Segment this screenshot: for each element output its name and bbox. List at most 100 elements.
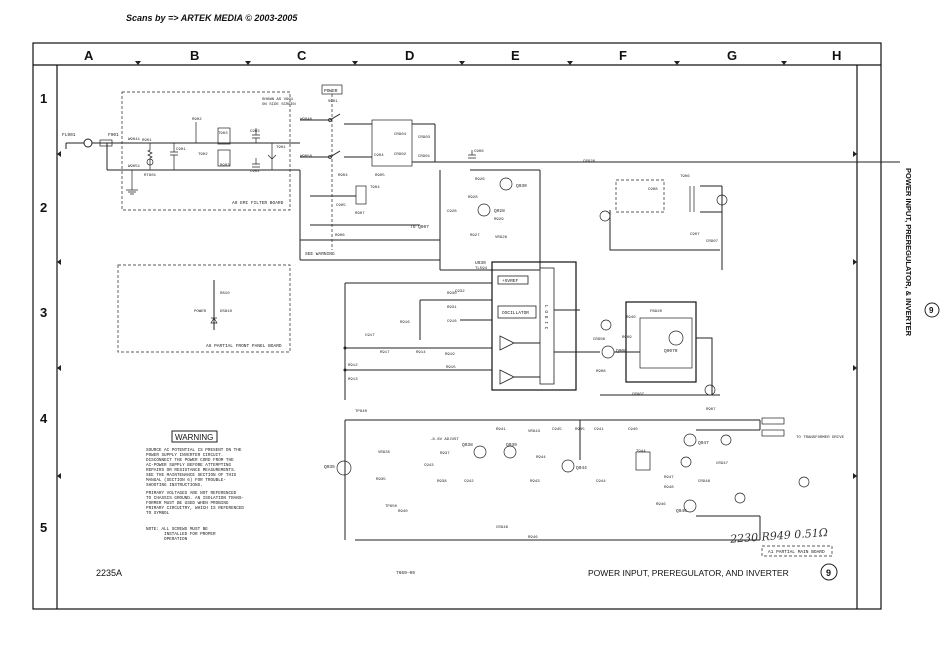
r935-label: R935 xyxy=(376,478,386,482)
warning-line: SHOOTING INSTRUCTIONS. xyxy=(146,483,203,488)
shown-as-label: SHOWN AS V901 xyxy=(262,98,294,102)
r913-label: R913 xyxy=(348,378,358,382)
c908-label: C908 xyxy=(648,188,658,192)
warning-line: PRIMARY VOLTAGES ARE NOT REFERENCED xyxy=(146,491,237,496)
cr901-label: CR901 xyxy=(418,155,431,159)
q938-label: Q938 xyxy=(462,442,473,448)
note-line: INSTALLED FOR PROPER xyxy=(164,532,216,537)
column-label: B xyxy=(190,48,199,63)
q9070-label: Q9070 xyxy=(664,348,678,354)
logic-label: L O G I C xyxy=(543,305,549,330)
r937-label: R937 xyxy=(440,452,450,456)
r909-label: R909 xyxy=(622,336,632,340)
c907-label: C907 xyxy=(690,233,700,237)
cr907b-label: CR907 xyxy=(632,393,645,397)
r902-label: R902 xyxy=(192,118,202,122)
c928-label: C928 xyxy=(447,210,457,214)
q908-label: Q908 xyxy=(616,348,627,354)
to-transformer-label: TO TRANSFORMER DRIVE xyxy=(796,436,845,440)
power-indicator-label: POWER xyxy=(194,310,207,314)
c901-label: C901 xyxy=(176,148,186,152)
s901-label: S901 xyxy=(328,100,338,104)
fb920-label: FB920 xyxy=(650,310,663,314)
front-panel-board: A6 PARTIAL FRONT PANEL BOARD R810 DS810 … xyxy=(117,264,291,353)
power-switch-section: POWER S901 CR904 CR902 CR903 CR901 C904 … xyxy=(299,84,900,261)
u930-type-label: TL594 xyxy=(475,267,488,271)
warning-line: REPAIRS OR RESISTANCE MEASUREMENTS. xyxy=(146,468,236,473)
cr903-label: CR903 xyxy=(418,136,431,140)
column-label: G xyxy=(727,48,737,63)
warning-line: DISCONNECT THE POWER CORD FROM THE xyxy=(146,458,234,463)
cr908-label: CR908 xyxy=(593,338,606,342)
r907b-label: R907 xyxy=(706,408,716,412)
drawing-frame xyxy=(32,42,882,610)
cr902-label: CR902 xyxy=(394,153,407,157)
c906-label: C906 xyxy=(474,150,484,154)
c944-label: C944 xyxy=(596,480,606,484)
vr935-label: VR935 xyxy=(378,451,391,455)
main-board: A1 PARTIAL MAIN BOARD xyxy=(761,545,833,557)
t904-label: T904 xyxy=(370,186,380,190)
r919-label: R919 xyxy=(445,353,455,357)
column-label: D xyxy=(405,48,414,63)
warning-line: FORMER MUST BE USED WHEN PROBING xyxy=(146,501,229,506)
cr947-label: CR947 xyxy=(716,462,729,466)
r940b-label: R940 xyxy=(398,510,408,514)
inverter-drive: TP940 Q935 VR935 R935 -8.6V ADJUST R937 … xyxy=(324,410,845,541)
adjust-label: -8.6V ADJUST xyxy=(430,438,459,442)
row-labels: 1 2 3 4 5 xyxy=(40,91,48,535)
r948-label: R948 xyxy=(664,486,674,490)
r943-label: R943 xyxy=(530,480,540,484)
q930-label: Q930 xyxy=(516,183,527,189)
t902-label: T902 xyxy=(198,153,208,157)
t944-label: T944 xyxy=(636,450,646,454)
w9041-label: W9041 xyxy=(128,138,141,142)
warning-line: MANUAL (SECTION 6) FOR TROUBLE- xyxy=(146,478,226,483)
front-board-label: A6 PARTIAL FRONT PANEL BOARD xyxy=(206,343,282,349)
r929-label: R929 xyxy=(494,218,504,222)
column-label: C xyxy=(297,48,307,63)
handwritten-note: 2230 R949 0.51Ω xyxy=(729,526,829,546)
footer: 2235A 7669-09 POWER INPUT, PREREGULATOR,… xyxy=(96,563,838,581)
row-label: 2 xyxy=(40,200,47,215)
r905-label: R905 xyxy=(375,174,385,178)
on-side-label: ON SIDE SCREEN xyxy=(262,103,296,107)
row-label: 1 xyxy=(40,91,47,106)
warning-line: TO SYMBOL xyxy=(146,511,170,516)
r907-label: R907 xyxy=(355,212,365,216)
r928-label: R928 xyxy=(468,196,478,200)
r810-label: R810 xyxy=(220,292,230,296)
c918-label: C918 xyxy=(447,320,457,324)
column-label: H xyxy=(832,48,841,63)
r947-label: R947 xyxy=(664,476,674,480)
t903-label: T903 xyxy=(218,132,228,136)
row-label: 5 xyxy=(40,520,47,535)
c902-label: C902 xyxy=(250,170,260,174)
u930-pwm-controller: U930 TL594 +5VREF OSCILLATOR L O G I C R… xyxy=(343,260,580,400)
row-label: 3 xyxy=(40,305,47,320)
r901-label: R901 xyxy=(142,139,152,143)
vr926-label: VR926 xyxy=(495,236,508,240)
r926-label: R926 xyxy=(475,178,485,182)
vr943-label: VR943 xyxy=(528,430,541,434)
c940-label: C940 xyxy=(628,428,638,432)
r946b-label: R946 xyxy=(528,536,538,540)
r944-label: R944 xyxy=(536,456,546,460)
c905-label: C905 xyxy=(336,204,346,208)
footer-title: POWER INPUT, PREREGULATOR, AND INVERTER xyxy=(588,568,789,578)
c903-label: C903 xyxy=(250,130,260,134)
r917-label: R917 xyxy=(380,351,390,355)
q928-label: Q928 xyxy=(494,208,505,214)
r927-label: R927 xyxy=(470,234,480,238)
cr907-label: CR907 xyxy=(706,240,719,244)
warning-title: WARNING xyxy=(175,433,213,442)
column-label: F xyxy=(619,48,627,63)
warning-notice: WARNING SOURCE AC POTENTIAL IS PRESENT O… xyxy=(146,430,244,542)
c943-label: C943 xyxy=(424,464,434,468)
power-switch-label: POWER xyxy=(324,88,338,94)
scan-credit: Scans by => ARTEK MEDIA © 2003-2005 xyxy=(126,13,298,23)
warning-line: TO CHASSIS GROUND. AN ISOLATION TRANS- xyxy=(146,496,244,501)
f901-label: F901 xyxy=(108,132,119,138)
warning-line: SEE THE MAINTENANCE SECTION OF THIS xyxy=(146,473,237,478)
